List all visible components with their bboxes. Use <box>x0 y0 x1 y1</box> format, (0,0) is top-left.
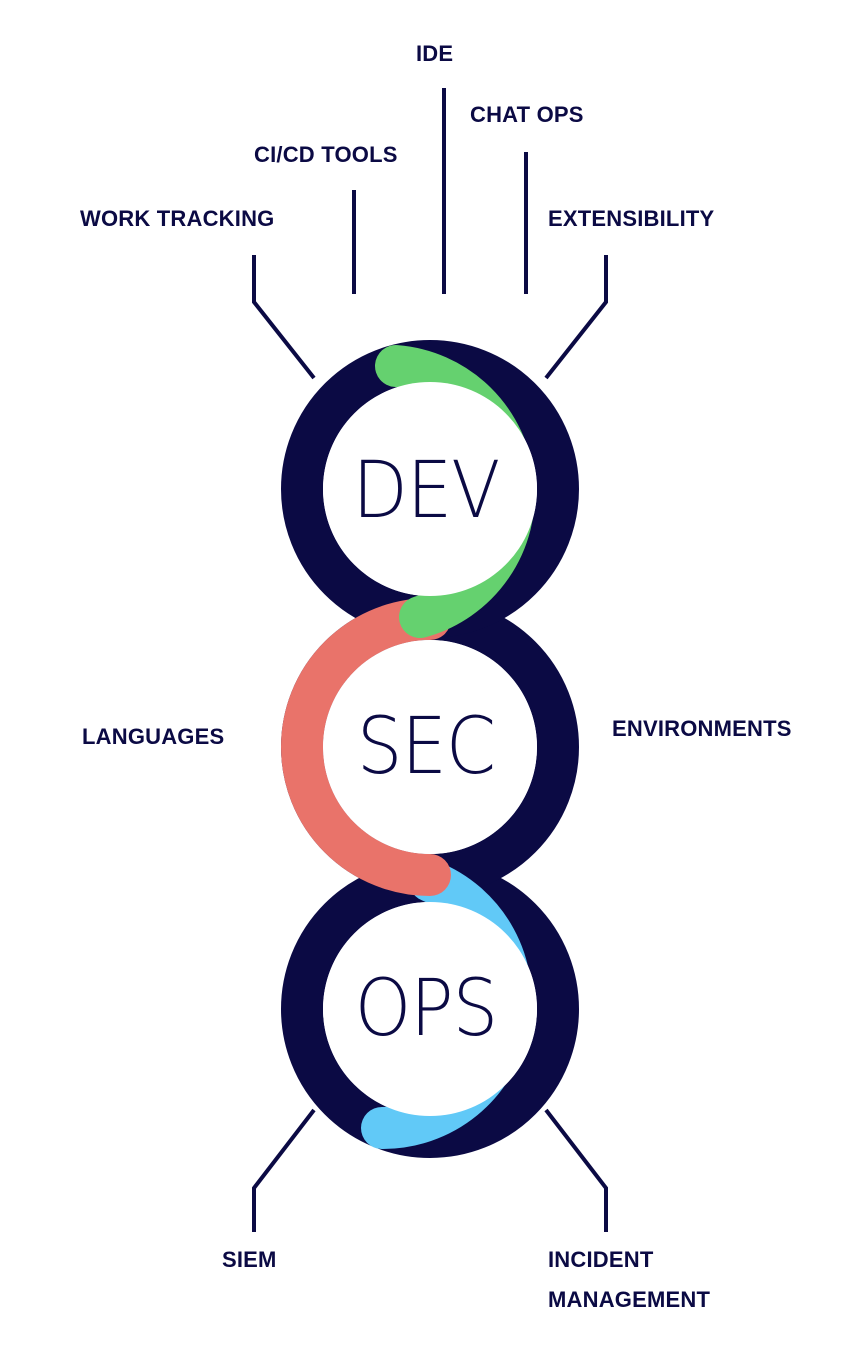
connector-lines <box>252 88 608 1232</box>
label-chat-ops: CHAT OPS <box>470 102 584 127</box>
connector-siem <box>252 1108 316 1232</box>
ring-centers <box>323 382 537 1116</box>
label-incident-line1: INCIDENT <box>548 1247 654 1272</box>
label-siem: SIEM <box>222 1247 277 1272</box>
sec-ring-center <box>323 640 537 854</box>
label-ci-cd-tools: CI/CD TOOLS <box>254 142 398 167</box>
sec-ring-arc-coral <box>281 598 451 896</box>
sec-ring-label: SEC <box>356 702 496 792</box>
connector-work-tracking <box>252 255 316 380</box>
label-extensibility: EXTENSIBILITY <box>548 206 715 231</box>
connector-extensibility <box>544 255 608 380</box>
label-environments: ENVIRONMENTS <box>612 716 792 741</box>
ops-ring-label: OPS <box>354 964 498 1054</box>
label-incident-line2: MANAGEMENT <box>548 1287 711 1312</box>
dev-ring-label: DEV <box>352 446 501 536</box>
label-ide: IDE <box>416 41 454 66</box>
connector-incident-management <box>544 1108 608 1232</box>
ops-ring-center <box>323 902 537 1116</box>
label-languages: LANGUAGES <box>82 724 225 749</box>
label-work-tracking: WORK TRACKING <box>80 206 275 231</box>
dev-ring-center <box>323 382 537 596</box>
